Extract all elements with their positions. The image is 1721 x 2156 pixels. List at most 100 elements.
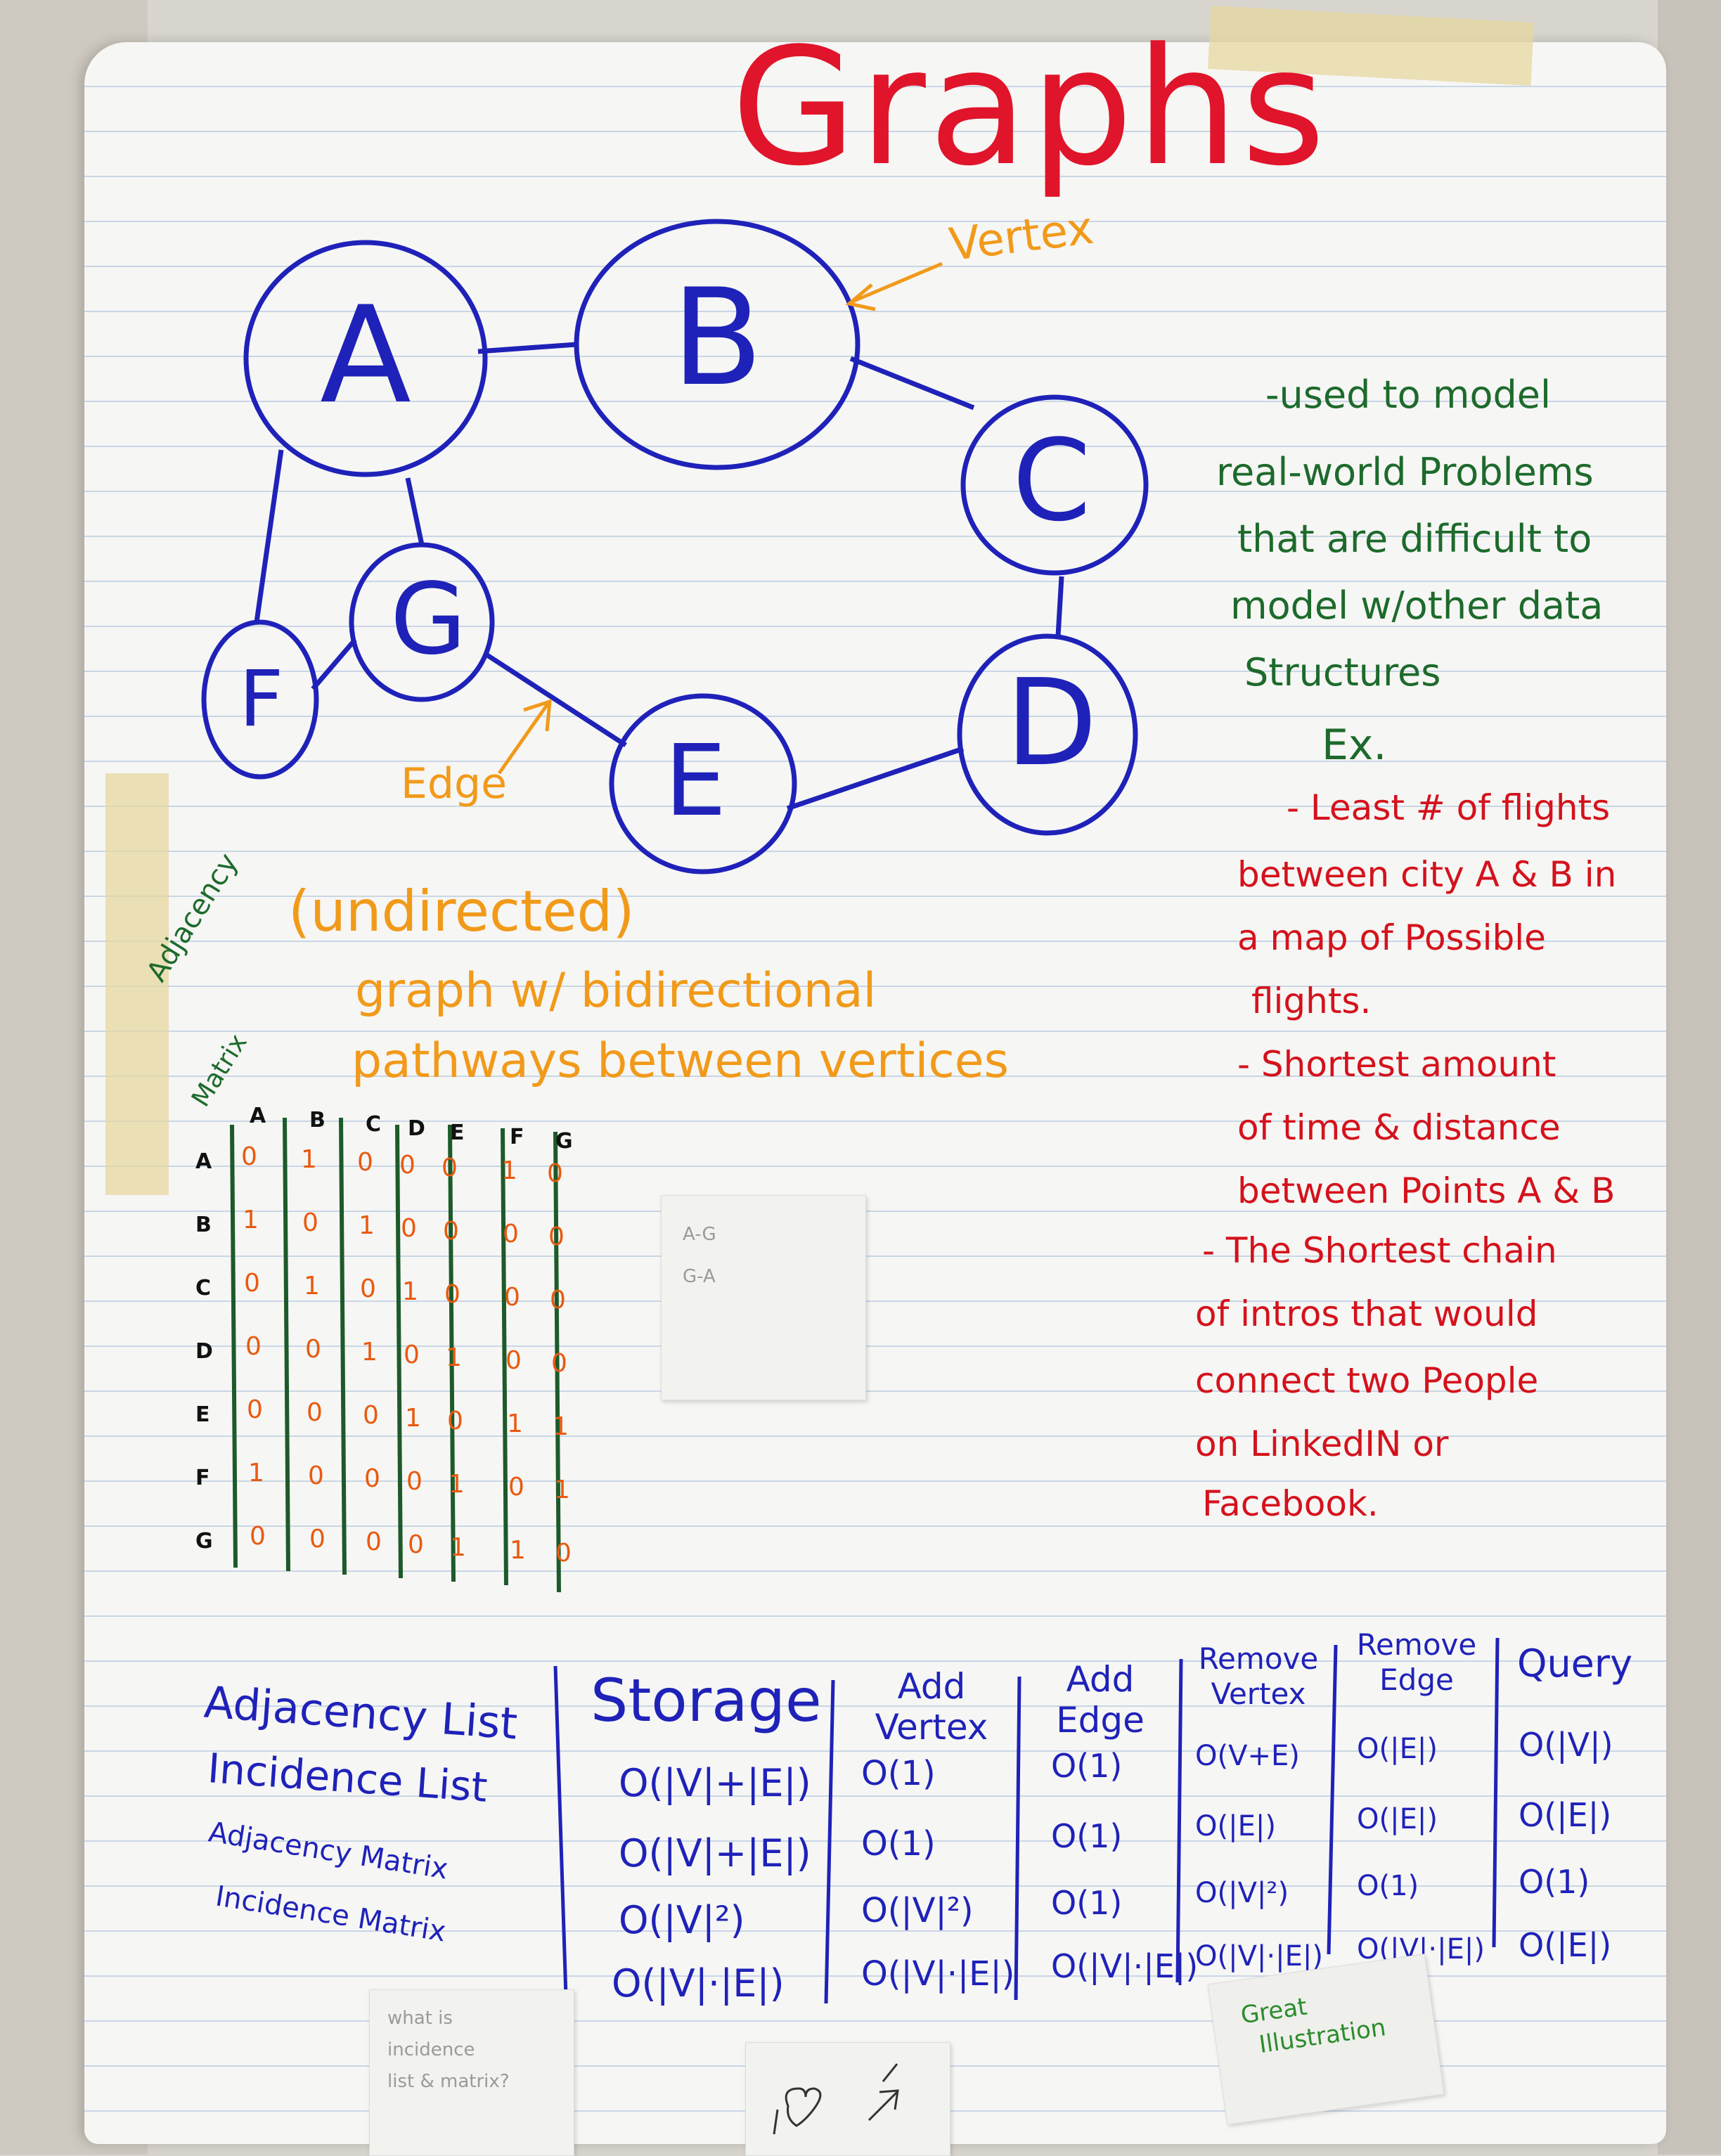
matrix-cell: 0 xyxy=(447,1407,463,1435)
matrix-cell: 0 xyxy=(401,1214,417,1243)
complexity-cell: O(|E|) xyxy=(1519,1926,1612,1964)
matrix-cell: 0 xyxy=(441,1154,458,1182)
matrix-cell: 0 xyxy=(408,1530,424,1559)
undirected-label: (undirected) xyxy=(288,879,635,944)
matrix-row-header: D xyxy=(195,1339,213,1364)
complexity-cell: O(1) xyxy=(1357,1870,1419,1902)
matrix-cell: 0 xyxy=(508,1473,524,1502)
matrix-cell: 1 xyxy=(361,1338,378,1367)
sticky-note-1-line-2: G-A xyxy=(683,1266,716,1287)
edge-a-b xyxy=(477,342,577,354)
green-note-line-4: model w/other data xyxy=(1230,583,1604,628)
matrix-row-header: E xyxy=(195,1402,210,1427)
complexity-cell: O(1) xyxy=(1051,1884,1123,1922)
edge-e-g xyxy=(484,652,627,747)
green-note-line-5: Structures xyxy=(1244,650,1441,695)
sticky-note-2: what is incidence list & matrix? xyxy=(369,1989,574,2156)
edge-arrow-head xyxy=(523,699,552,732)
complexity-cell: O(|E|) xyxy=(1519,1796,1612,1834)
matrix-cell: 1 xyxy=(450,1533,466,1562)
red-note-line-12: Facebook. xyxy=(1202,1483,1379,1524)
complexity-cell: O(1) xyxy=(1051,1747,1123,1785)
matrix-cell: 0 xyxy=(548,1222,565,1251)
red-note-line-2: between city A & B in xyxy=(1237,854,1617,895)
matrix-cell: 0 xyxy=(360,1274,376,1303)
header-add-vertex: Add Vertex xyxy=(875,1666,988,1748)
matrix-cell: 0 xyxy=(406,1467,423,1496)
matrix-col-header: D xyxy=(408,1116,425,1141)
matrix-col-header: G xyxy=(555,1129,573,1154)
complexity-cell: O(V+E) xyxy=(1195,1740,1300,1772)
complexity-cell: O(|V|+|E|) xyxy=(619,1761,811,1805)
red-note-line-10: connect two People xyxy=(1195,1360,1539,1401)
matrix-cell: 1 xyxy=(359,1211,375,1240)
matrix-row-header: A xyxy=(195,1149,212,1174)
vertex-label-c: C xyxy=(1012,415,1091,546)
complexity-cell: O(|V|·|E|) xyxy=(612,1961,785,2006)
matrix-cell: 0 xyxy=(244,1269,260,1298)
matrix-cell: 0 xyxy=(305,1335,321,1364)
complexity-cell: O(1) xyxy=(861,1754,936,1793)
matrix-cell: 0 xyxy=(250,1522,266,1551)
matrix-cell: 0 xyxy=(308,1461,324,1490)
complexity-cell: O(|V|²) xyxy=(861,1891,974,1930)
matrix-cell: 0 xyxy=(302,1208,318,1237)
edge-f-g xyxy=(311,638,357,691)
red-note-line-6: of time & distance xyxy=(1237,1107,1561,1148)
matrix-cell: 0 xyxy=(443,1217,459,1246)
red-note-line-11: on LinkedIN or xyxy=(1195,1424,1449,1464)
matrix-cell: 0 xyxy=(245,1332,262,1361)
matrix-cell: 0 xyxy=(551,1349,567,1378)
chart-paper xyxy=(84,42,1666,2144)
vertex-e-circle xyxy=(609,693,797,874)
matrix-cell: 0 xyxy=(247,1395,263,1424)
matrix-cell: 0 xyxy=(404,1341,420,1369)
matrix-cell: 0 xyxy=(363,1401,379,1430)
edge-callout: Edge xyxy=(401,759,507,808)
sticky-note-2-line-1: what is xyxy=(387,2008,453,2029)
complexity-cell: O(1) xyxy=(1051,1817,1123,1855)
vertex-f-circle xyxy=(201,619,319,780)
vertex-label-f: F xyxy=(239,654,284,744)
matrix-col-header: C xyxy=(366,1112,382,1137)
red-note-line-9: of intros that would xyxy=(1195,1293,1538,1334)
complexity-cell: O(|V|²) xyxy=(1195,1877,1289,1909)
edge-d-e xyxy=(786,746,965,811)
vertex-label-e: E xyxy=(664,724,727,839)
complexity-cell: O(|V|·|E|) xyxy=(1195,1940,1323,1973)
matrix-cell: 1 xyxy=(248,1459,264,1487)
red-note-line-8: - The Shortest chain xyxy=(1202,1230,1557,1271)
matrix-cell: 1 xyxy=(507,1409,523,1438)
matrix-cell: 1 xyxy=(553,1412,569,1441)
red-note-line-3: a map of Possible xyxy=(1237,917,1546,958)
edge-arrow-line xyxy=(497,702,550,775)
vertex-label-a: A xyxy=(320,278,411,433)
matrix-cell: 1 xyxy=(554,1476,570,1504)
vertex-arrow-line xyxy=(850,262,943,304)
matrix-cell: 1 xyxy=(301,1145,317,1174)
matrix-col-header: A xyxy=(250,1104,266,1128)
vertex-arrow-head xyxy=(845,283,876,311)
matrix-cell: 0 xyxy=(504,1283,520,1312)
matrix-cell: 0 xyxy=(444,1280,460,1309)
matrix-cell: 0 xyxy=(366,1528,382,1556)
matrix-cell: 1 xyxy=(501,1156,517,1185)
matrix-cell: 1 xyxy=(243,1206,259,1234)
matrix-cell: 0 xyxy=(309,1525,325,1554)
edge-a-g xyxy=(405,477,425,546)
complexity-cell: O(|E|) xyxy=(1195,1810,1276,1842)
matrix-cell: 1 xyxy=(446,1343,462,1372)
matrix-cell: 1 xyxy=(402,1277,418,1306)
red-note-line-4: flights. xyxy=(1251,981,1372,1021)
complexity-cell: O(|V|·|E|) xyxy=(1051,1947,1199,1985)
doodle-icon xyxy=(773,2063,899,2135)
sticky-note-drawing xyxy=(745,2042,950,2156)
green-note-line-1: -used to model xyxy=(1265,373,1552,417)
matrix-cell: 0 xyxy=(364,1464,380,1493)
matrix-cell: 1 xyxy=(510,1536,526,1565)
matrix-row-header: B xyxy=(195,1213,212,1237)
matrix-cell: 0 xyxy=(555,1539,572,1568)
